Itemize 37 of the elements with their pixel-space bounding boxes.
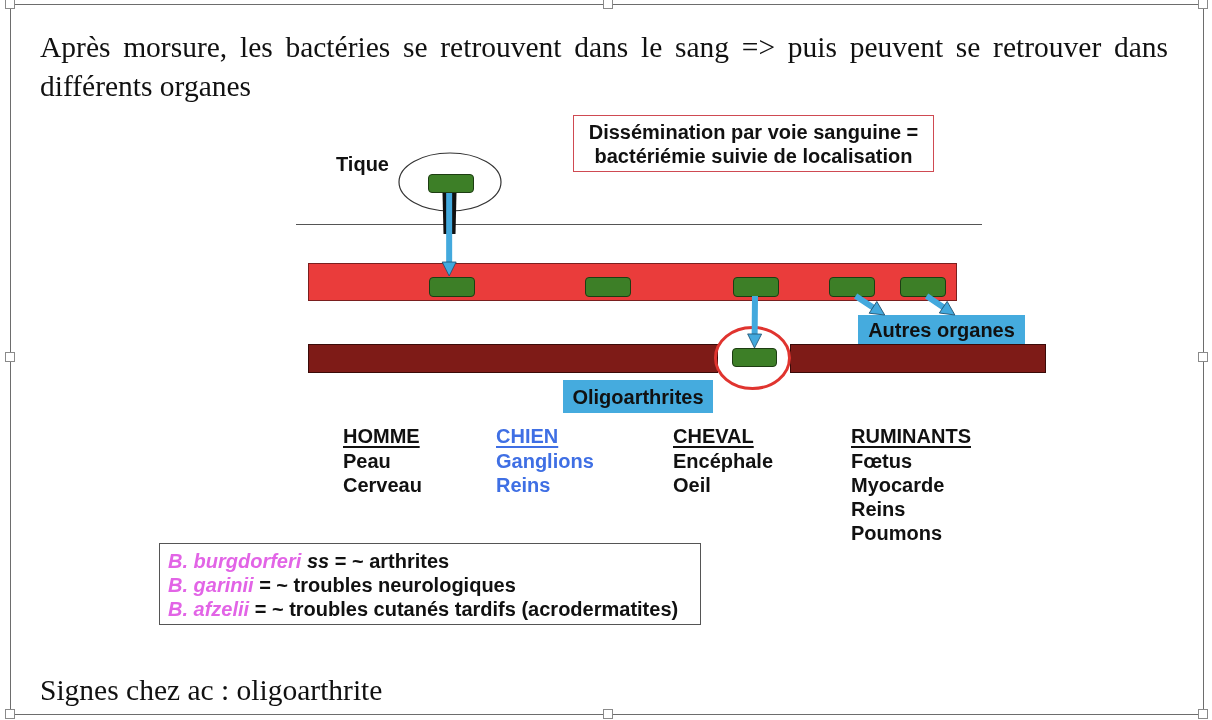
organ-name: Oeil (673, 473, 711, 497)
intro-paragraph: Après morsure, les bactéries se retrouvent dans le sang => puis peuvent se retrouver dans différents organes (40, 30, 1168, 104)
column-heading: CHEVAL (673, 424, 754, 448)
organ-name: Ganglions (496, 449, 594, 473)
callout-label: Autres organes (858, 315, 1025, 344)
column-heading: RUMINANTS (851, 424, 971, 448)
bacterium-icon (585, 277, 631, 297)
organ-name: Cerveau (343, 473, 422, 497)
bacterium-icon (429, 277, 475, 297)
tick-label: Tique (336, 152, 389, 176)
arrow (924, 293, 957, 318)
tissue-band (308, 344, 718, 373)
organ-name: Myocarde (851, 473, 945, 497)
callout-label: Oligoarthrites (563, 380, 713, 413)
bacterium-icon (733, 277, 779, 297)
organ-name: Poumons (851, 521, 943, 545)
signs-note: Signes chez ac : oligoarthrite (40, 673, 383, 708)
organ-name: Peau (343, 449, 391, 473)
arrow (441, 193, 457, 277)
bacterium-icon (900, 277, 946, 297)
blood-vessel-band (308, 263, 957, 301)
column-heading: HOMME (343, 424, 420, 448)
column-heading: CHIEN (496, 424, 559, 448)
organ-name: Reins (496, 473, 551, 497)
note-box (159, 543, 701, 625)
definition-box: Dissémination par voie sanguine = bactériémie suivie de localisation (573, 115, 934, 172)
bacterium-icon (732, 348, 777, 367)
species-note: B. afzelii = ~ troubles cutanés tardifs (acrodermatites) (168, 597, 679, 621)
tissue-band (790, 344, 1046, 373)
species-note: B. garinii = ~ troubles neurologiques (168, 573, 516, 597)
bacterium-icon (829, 277, 875, 297)
arrow (853, 293, 887, 318)
organ-name: Reins (851, 497, 906, 521)
organ-name: Fœtus (851, 449, 913, 473)
bacterium-icon (428, 174, 474, 193)
organ-name: Encéphale (673, 449, 774, 473)
species-note: B. burgdorferi ss = ~ arthrites (168, 549, 450, 573)
